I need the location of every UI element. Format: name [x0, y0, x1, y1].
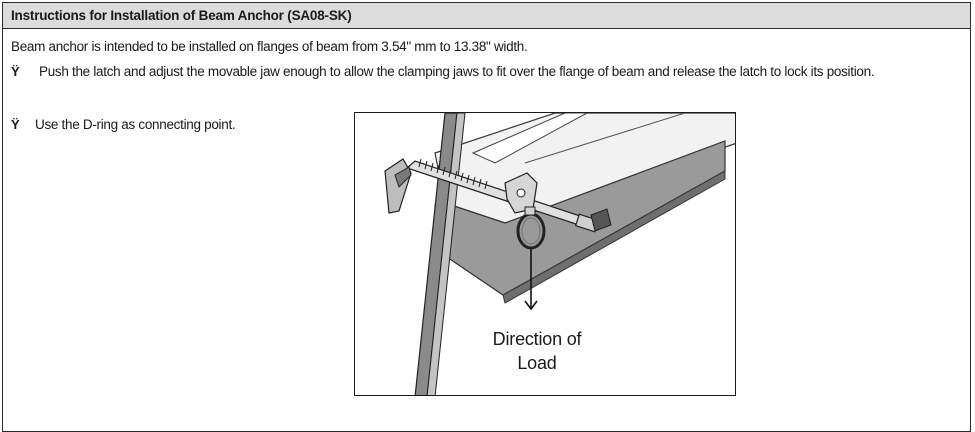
bullet-marker: Ÿ	[11, 117, 20, 132]
instruction-bullet: Ÿ Push the latch and adjust the movable …	[11, 62, 966, 81]
figure-caption: Direction of	[492, 329, 582, 349]
instruction-bullet: Ÿ Use the D-ring as connecting point.	[11, 115, 331, 134]
intro-text: Beam anchor is intended to be installed …	[11, 39, 528, 54]
bullet-text: Push the latch and adjust the movable ja…	[39, 64, 875, 79]
section-title: Instructions for Installation of Beam An…	[3, 3, 970, 29]
beam-anchor-figure: Direction of Load	[354, 112, 736, 396]
beam-anchor-illustration	[384, 113, 735, 395]
figure-caption: Load	[517, 353, 557, 373]
bullet-text: Use the D-ring as connecting point.	[35, 117, 236, 132]
bullet-marker: Ÿ	[11, 64, 20, 79]
